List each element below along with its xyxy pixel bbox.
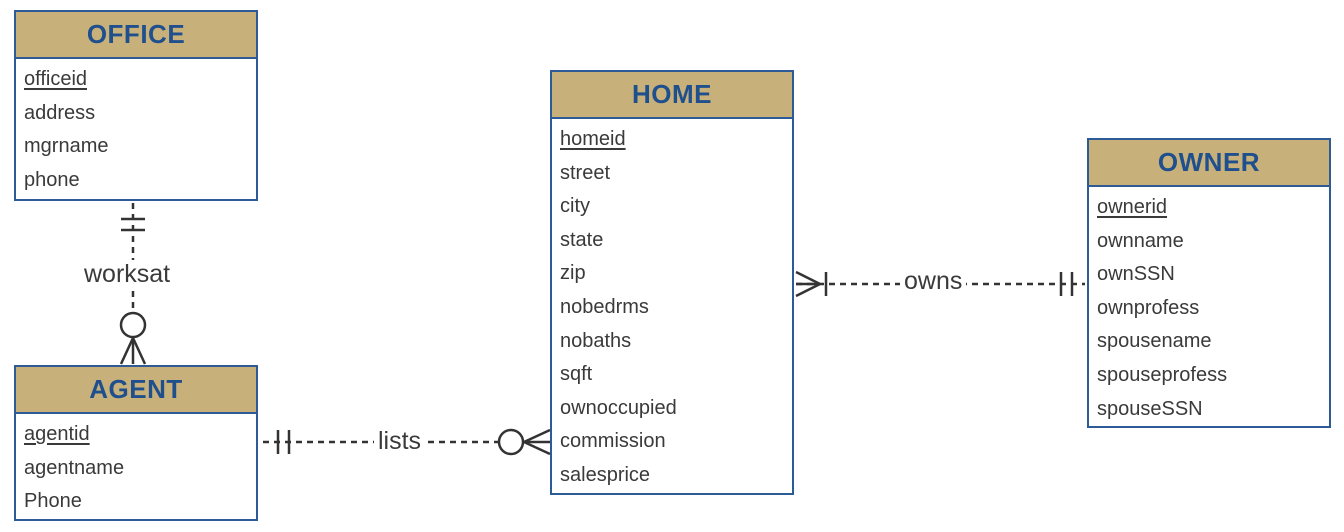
attribute: salesprice [560,463,651,486]
entity-title: HOME [552,72,792,119]
worksat-label: worksat [80,260,175,289]
attribute: sqft [560,363,593,386]
owns-label: owns [900,267,967,296]
entity-title: AGENT [16,367,256,414]
attribute: agentname [24,456,125,479]
attribute: nobedrms [560,295,649,318]
entity-title: OFFICE [16,12,256,59]
attribute: spouseSSN [1097,397,1203,420]
attribute: street [560,161,611,184]
entity-title: OWNER [1089,140,1329,187]
worksat-agent-foot-3 [131,337,147,365]
attribute: spouseprofess [1097,363,1228,386]
attribute: ownprofess [1097,296,1200,319]
owns-home-foot-3 [795,282,821,298]
attribute: Phone [24,490,82,513]
attribute: ownSSN [1097,263,1175,286]
attribute-list: homeid street city state zip nobedrms nobaths s… [552,119,792,493]
worksat-agent-foot-1 [119,337,135,365]
lists-home-foot-3 [523,440,551,456]
attribute: ownoccupied [560,396,677,419]
attribute: state [560,228,604,251]
attribute: phone [24,168,80,191]
attribute: ownname [1097,229,1184,252]
primary-key-attribute: officeid [24,68,88,90]
lists-home-circle [497,428,525,456]
lists-label: lists [374,427,426,456]
attribute: city [560,195,590,218]
entity-owner[interactable]: OWNER ownerid ownname ownSSN ownprofess spou… [1087,138,1331,428]
primary-key-attribute: homeid [560,128,626,150]
owns-home-foot-1 [795,270,821,286]
lists-home-foot-1 [523,428,551,444]
primary-key-attribute: agentid [24,423,90,445]
attribute: spousename [1097,330,1212,353]
attribute-list: officeid address mgrname phone [16,59,256,197]
worksat-agent-circle [119,311,147,339]
attribute: nobaths [560,329,632,352]
entity-home[interactable]: HOME homeid street city state zip nobedrms nob… [550,70,794,495]
attribute: commission [560,430,666,453]
primary-key-attribute: ownerid [1097,196,1168,218]
attribute: mgrname [24,135,109,158]
attribute: zip [560,262,586,285]
entity-office[interactable]: OFFICE officeid address mgrname phone [14,10,258,201]
attribute-list: ownerid ownname ownSSN ownprofess spousename… [1089,187,1329,426]
attribute: address [24,101,96,124]
